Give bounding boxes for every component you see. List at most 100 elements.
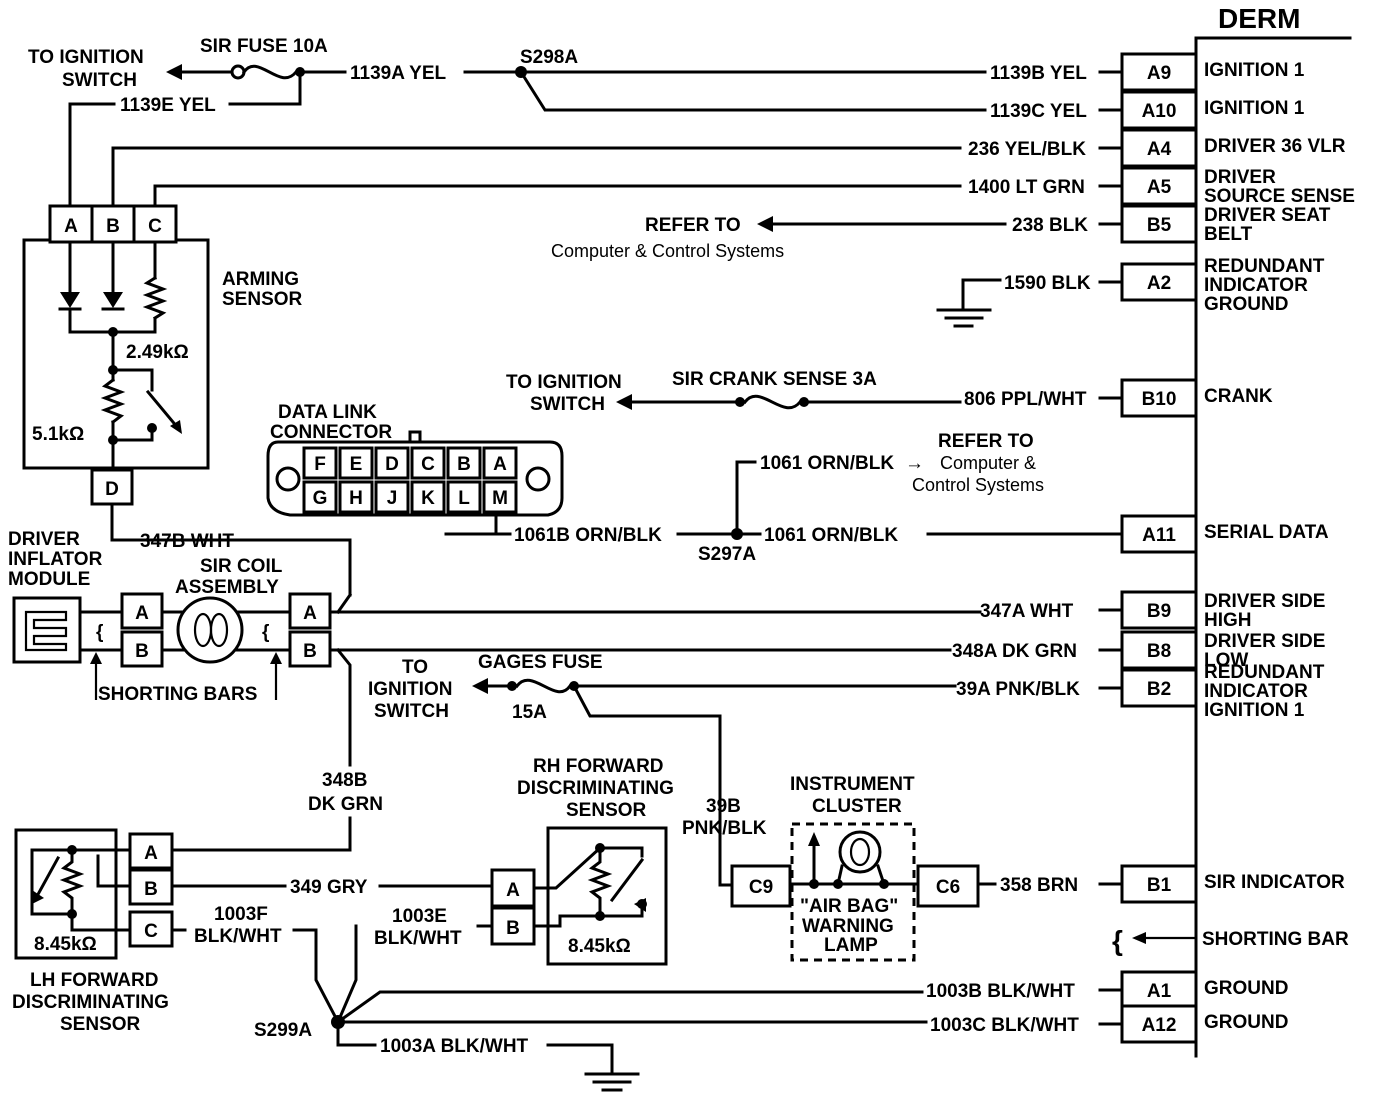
dlc-pin-c <box>410 446 446 480</box>
splice-s297a-label: S297A <box>698 544 756 565</box>
derm-pin-box <box>1120 514 1198 554</box>
rh-sensor-label-3: SENSOR <box>566 800 647 821</box>
derm-pin-label: A10 <box>1142 101 1177 122</box>
rh-sensor-label: RH FORWARD <box>533 756 664 777</box>
wire-label: 1400 LT GRN <box>968 177 1085 198</box>
gages-fuse-icon <box>514 678 573 694</box>
derm-function-label: REDUNDANT <box>1204 256 1325 277</box>
air-bag-lamp-label-2: WARNING <box>802 916 894 937</box>
derm-title: DERM <box>1218 3 1300 34</box>
splice-s299a-label: S299A <box>254 1020 312 1041</box>
wire-348b-label: 348B <box>322 770 367 791</box>
derm-pin-label: A9 <box>1147 63 1171 84</box>
wire-label: 806 PPL/WHT <box>964 389 1087 410</box>
derm-pin-label: A5 <box>1147 177 1172 198</box>
lh-pin-b <box>128 868 174 906</box>
cluster-pin-c6 <box>916 864 980 908</box>
wire-39b-label-2: PNK/BLK <box>682 818 767 839</box>
derm-pin-label: A1 <box>1147 981 1172 1002</box>
arming-sensor-label: ARMING <box>222 269 299 290</box>
dlc-label-2: CONNECTOR <box>270 422 392 443</box>
wire-1061-label: 1061 ORN/BLK <box>760 453 894 474</box>
lamp-filament-icon <box>849 837 871 867</box>
lh-sensor-label: LH FORWARD <box>30 970 158 991</box>
to-ignition-switch-label-2b: SWITCH <box>530 394 605 415</box>
arrow-icon <box>170 420 182 434</box>
derm-function-label: GROUND <box>1204 978 1288 999</box>
pin-a-label: A <box>506 880 520 901</box>
rh-wire <box>532 908 644 928</box>
to-ignition-switch-label-3b: IGNITION <box>368 679 452 700</box>
driver-inflator-label: DRIVER <box>8 529 80 550</box>
lh-wire <box>30 848 74 916</box>
gages-15a-label: 15A <box>512 702 547 723</box>
derm-function-label: CRANK <box>1204 386 1273 407</box>
derm-pin-label: B2 <box>1147 679 1171 700</box>
dlc-pin-label: A <box>493 454 507 475</box>
wire-1003a <box>336 1020 377 1047</box>
crank-fuse-icon <box>742 394 803 410</box>
lamp-lead <box>876 864 886 886</box>
derm-pin-box <box>1120 166 1198 206</box>
resistor-icon <box>587 846 613 918</box>
pin-c-label: C <box>144 921 158 942</box>
derm-function-label: IGNITION 1 <box>1204 700 1305 721</box>
sir-fuse-label: SIR FUSE 10A <box>200 36 328 57</box>
arming-wire <box>111 430 154 442</box>
derm-pin-label: A11 <box>1142 525 1176 546</box>
pin-b-label: B <box>144 879 158 900</box>
wire-label: 236 YEL/BLK <box>968 139 1086 160</box>
arrow-left-icon <box>472 678 488 694</box>
wire-39b <box>571 683 734 887</box>
sir-coil-label-2: ASSEMBLY <box>175 577 279 598</box>
instrument-cluster-label: INSTRUMENT <box>790 774 915 795</box>
shorting-bar-icon: { <box>262 622 269 643</box>
shorting-bar-icon: { <box>1112 925 1123 956</box>
wire-label: 1139C YEL <box>990 101 1087 122</box>
dlc-pin-label: H <box>349 488 363 509</box>
instrument-cluster-label-2: CLUSTER <box>812 796 902 817</box>
derm-pin-box <box>1120 52 1198 92</box>
instrument-cluster-box <box>790 822 916 962</box>
dlc-pin-m <box>482 480 518 514</box>
lh-wire-c <box>70 912 118 932</box>
pin-a-label: A <box>303 603 317 624</box>
wire-1003e <box>336 924 358 1024</box>
pin-a-label: A <box>144 843 158 864</box>
wire-1139e-a <box>228 70 302 106</box>
shorting-bar-icon: { <box>96 622 103 643</box>
dlc-pin-d <box>374 446 410 480</box>
wire-236 <box>111 146 962 207</box>
pin-b-label: B <box>106 216 120 237</box>
wire-label: 1003C BLK/WHT <box>930 1015 1079 1036</box>
derm-function-label: BELT <box>1204 224 1253 245</box>
computer-label-2: Computer & <box>940 453 1036 473</box>
derm-pin-box <box>1120 90 1198 130</box>
rh-pin-a <box>490 868 536 908</box>
fuse-terminal <box>507 681 517 691</box>
derm-function-label: IGNITION 1 <box>1204 60 1305 81</box>
to-ignition-switch-label-2: TO IGNITION <box>506 372 622 393</box>
arrow-left-icon <box>616 394 632 410</box>
dlc-pin-h <box>338 480 374 514</box>
refer-to-label-1: REFER TO <box>645 215 741 236</box>
arrow-up-icon <box>90 652 102 664</box>
derm-pin-box <box>1120 668 1198 708</box>
derm-pin-box <box>1120 630 1198 670</box>
derm-function-label: SOURCE SENSE <box>1204 186 1355 207</box>
refer-to-label-2: REFER TO <box>938 431 1034 452</box>
derm-function-label: DRIVER SIDE <box>1204 631 1325 652</box>
coil-pin-b <box>120 630 164 668</box>
rh-sensor-label-2: DISCRIMINATING <box>517 778 674 799</box>
pin-c-label: C <box>148 216 162 237</box>
dlc-pin-k <box>410 480 446 514</box>
derm-pin-box <box>1120 1004 1198 1044</box>
wire-348b <box>335 647 352 767</box>
shorting-bar-label: SHORTING BAR <box>1202 929 1349 950</box>
